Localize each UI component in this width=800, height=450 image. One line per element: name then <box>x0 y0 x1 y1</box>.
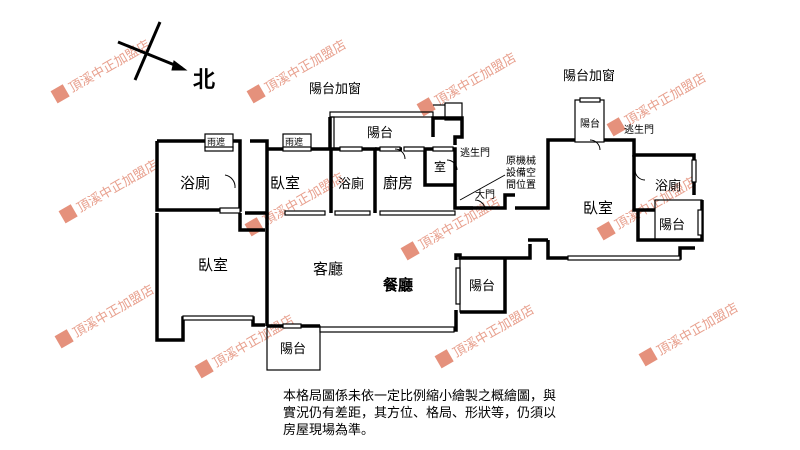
label-bedroom-left: 臥室 <box>198 256 228 274</box>
label-balcony-mid: 陽台 <box>469 279 495 294</box>
watermark-text: 頂溪中正加盟店 <box>623 71 709 129</box>
mech-room-pointer <box>459 174 506 201</box>
disclaimer-line: 實況仍有差距，其方位、格局、形狀等，仍須以 <box>283 406 557 421</box>
door-swings <box>224 139 646 211</box>
label-bath-right: 浴廁 <box>655 178 681 194</box>
watermark-text: 頂溪中正加盟店 <box>75 158 161 216</box>
label-bath-left: 浴廁 <box>180 174 210 192</box>
label-small-room: 室 <box>434 159 446 174</box>
label-balcony-window-right: 陽台加窗 <box>563 68 615 84</box>
label-mech-room-3: 間位置 <box>506 178 536 191</box>
label-balcony-small: 陽台 <box>580 117 600 130</box>
compass-north-label: 北 <box>193 68 215 93</box>
watermark-logo: 頂溪中正加盟店 <box>400 195 503 261</box>
label-rain-shelter-2: 雨遮 <box>285 136 303 148</box>
watermark-logo: 頂溪中正加盟店 <box>638 301 741 367</box>
compass-cross <box>133 21 162 81</box>
balcony-lines <box>182 97 703 371</box>
label-living-room: 客廳 <box>313 260 343 278</box>
watermark-logo: 頂溪中正加盟店 <box>58 158 161 224</box>
watermark-text: 頂溪中正加盟店 <box>71 283 157 341</box>
label-mech-room-1: 原機械 <box>506 154 536 167</box>
label-escape-door-left: 逃生門 <box>460 146 490 159</box>
watermark-text: 頂溪中正加盟店 <box>655 301 741 359</box>
label-bath-mid: 浴廁 <box>338 176 364 192</box>
disclaimer: 本格局圖係未依一定比例縮小繪製之概繪圖，與 實況仍有差距，其方位、格局、形狀等，… <box>283 388 623 439</box>
label-mech-room-2: 設備空 <box>506 166 536 179</box>
compass <box>117 21 188 81</box>
label-balcony-top: 陽台 <box>367 126 393 141</box>
label-rain-shelter-1: 雨遮 <box>207 136 225 148</box>
compass-arrow <box>117 40 183 70</box>
watermark-logo: 頂溪中正加盟店 <box>54 283 157 349</box>
label-balcony-window-left: 陽台加窗 <box>309 81 361 97</box>
label-escape-door-right: 逃生門 <box>624 123 654 136</box>
disclaimer-line: 房屋現場為準。 <box>283 423 375 438</box>
label-kitchen: 廚房 <box>383 174 413 192</box>
label-balcony-right: 陽台 <box>659 218 685 233</box>
label-balcony-bottom: 陽台 <box>280 342 306 357</box>
label-bedroom-right: 臥室 <box>583 199 613 217</box>
watermark-text: 頂溪中正加盟店 <box>417 195 503 253</box>
compass-arrowhead <box>171 60 188 71</box>
disclaimer-line: 本格局圖係未依一定比例縮小繪製之概繪圖，與 <box>283 389 557 404</box>
watermark-logo: 頂溪中正加盟店 <box>606 71 709 137</box>
label-main-door: 大門 <box>475 188 495 201</box>
label-bedroom-top: 臥室 <box>270 174 300 192</box>
label-dining-room: 餐廳 <box>383 276 413 294</box>
watermark-logo: 頂溪中正加盟店 <box>416 51 519 117</box>
watermark-text: 頂溪中正加盟店 <box>433 51 519 109</box>
